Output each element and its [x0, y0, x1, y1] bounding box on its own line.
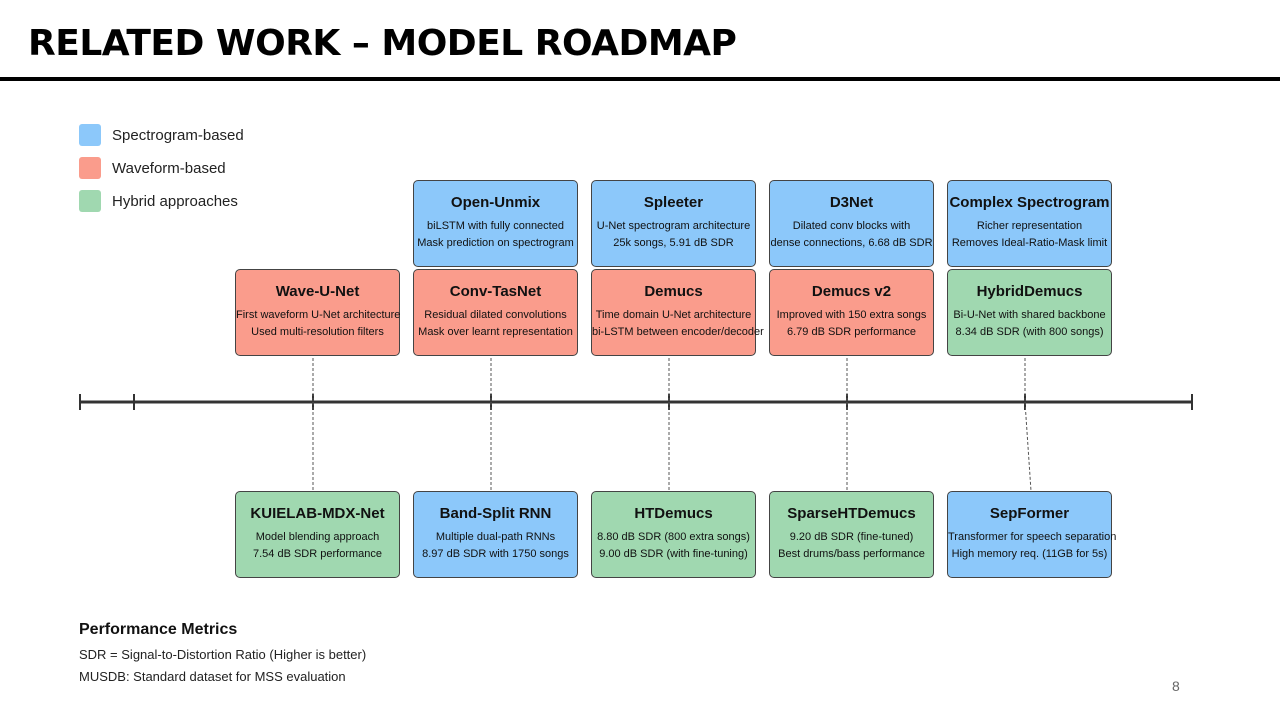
legend-swatch-waveform [79, 157, 101, 179]
legend-label: Hybrid approaches [112, 192, 238, 210]
model-card-hybriddemucs: HybridDemucs Bi-U-Net with shared backbo… [947, 269, 1112, 356]
model-name: Wave-U-Net [275, 283, 360, 300]
model-name: Open-Unmix [450, 194, 541, 211]
slide-title: RELATED WORK – MODEL ROADMAP [28, 23, 737, 64]
model-card-conv-tasnet: Conv-TasNet Residual dilated convolution… [413, 269, 578, 356]
model-description: Removes Ideal-Ratio-Mask limit [951, 237, 1108, 249]
model-name: Conv-TasNet [449, 283, 542, 300]
model-description: 8.34 dB SDR (with 800 songs) [955, 326, 1104, 338]
model-name: Demucs v2 [811, 283, 892, 300]
model-name: Complex Spectrogram [949, 194, 1110, 211]
legend-label: Waveform-based [112, 159, 226, 177]
model-description: Richer representation [976, 220, 1083, 232]
model-name: HTDemucs [634, 505, 713, 522]
legend-item-spectrogram: Spectrogram-based [79, 124, 244, 146]
legend-swatch-spectrogram [79, 124, 101, 146]
model-description: Mask prediction on spectrogram [417, 237, 574, 249]
model-card-d3net: D3Net Dilated conv blocks with dense con… [769, 180, 934, 267]
model-description: Transformer for speech separation [948, 531, 1117, 543]
model-card-demucs: Demucs Time domain U-Net architecture bi… [591, 269, 764, 356]
model-card-wave-u-net: Wave-U-Net First waveform U-Net architec… [235, 269, 400, 356]
model-description: 8.97 dB SDR with 1750 songs [422, 548, 569, 560]
page-number: 8 [1172, 678, 1180, 694]
model-description: 7.54 dB SDR performance [252, 548, 382, 560]
model-description: Dilated conv blocks with [792, 220, 911, 232]
model-description: 8.80 dB SDR (800 extra songs) [597, 531, 750, 543]
model-description: Residual dilated convolutions [424, 309, 567, 321]
legend-label: Spectrogram-based [112, 126, 244, 144]
metrics-line: SDR = Signal-to-Distortion Ratio (Higher… [79, 647, 367, 662]
model-card-sepformer: SepFormer Transformer for speech separat… [947, 491, 1117, 578]
model-name: KUIELAB-MDX-Net [250, 505, 385, 522]
model-description: biLSTM with fully connected [427, 220, 564, 232]
connector-lower [1024, 401, 1032, 492]
metrics-title: Performance Metrics [79, 621, 238, 638]
model-card-complex-spectrogram: Complex Spectrogram Richer representatio… [947, 180, 1112, 267]
model-description: Best drums/bass performance [778, 548, 925, 560]
model-description: dense connections, 6.68 dB SDR [770, 237, 933, 249]
legend-item-waveform: Waveform-based [79, 157, 226, 179]
model-card-band-split-rnn: Band-Split RNN Multiple dual-path RNNs 8… [413, 491, 578, 578]
model-card-kuielab-mdx-net: KUIELAB-MDX-Net Model blending approach … [235, 491, 400, 578]
model-description: Bi-U-Net with shared backbone [953, 309, 1106, 321]
metrics-line: MUSDB: Standard dataset for MSS evaluati… [79, 669, 346, 684]
model-description: U-Net spectrogram architecture [596, 220, 751, 232]
model-card-open-unmix: Open-Unmix biLSTM with fully connected M… [413, 180, 578, 267]
model-description: First waveform U-Net architecture [236, 309, 401, 321]
model-name: Spleeter [643, 194, 704, 211]
legend-swatch-hybrid [79, 190, 101, 212]
model-description: Multiple dual-path RNNs [435, 531, 556, 543]
model-name: Demucs [644, 283, 703, 300]
model-name: SparseHTDemucs [787, 505, 916, 522]
model-card-htdemucs: HTDemucs 8.80 dB SDR (800 extra songs) 9… [591, 491, 756, 578]
model-description: High memory req. (11GB for 5s) [951, 548, 1108, 560]
model-name: D3Net [829, 194, 874, 211]
title-divider [0, 77, 1280, 81]
model-card-spleeter: Spleeter U-Net spectrogram architecture … [591, 180, 756, 267]
model-description: 6.79 dB SDR performance [786, 326, 916, 338]
model-description: Time domain U-Net architecture [595, 309, 752, 321]
model-name: SepFormer [989, 505, 1070, 522]
legend-item-hybrid: Hybrid approaches [79, 190, 238, 212]
model-description: Mask over learnt representation [418, 326, 573, 338]
model-description: 9.20 dB SDR (fine-tuned) [789, 531, 914, 543]
model-name: Band-Split RNN [439, 505, 552, 522]
model-description: Model blending approach [255, 531, 380, 543]
model-description: Improved with 150 extra songs [776, 309, 927, 321]
model-name: HybridDemucs [976, 283, 1083, 300]
model-description: 25k songs, 5.91 dB SDR [613, 237, 734, 249]
performance-metrics: Performance Metrics SDR = Signal-to-Dist… [79, 620, 366, 688]
model-description: bi-LSTM between encoder/decoder [592, 326, 764, 338]
model-description: Used multi-resolution filters [251, 326, 384, 338]
model-description: 9.00 dB SDR (with fine-tuning) [599, 548, 748, 560]
model-card-demucs-v2: Demucs v2 Improved with 150 extra songs … [769, 269, 934, 356]
model-card-sparsehtdemucs: SparseHTDemucs 9.20 dB SDR (fine-tuned) … [769, 491, 934, 578]
